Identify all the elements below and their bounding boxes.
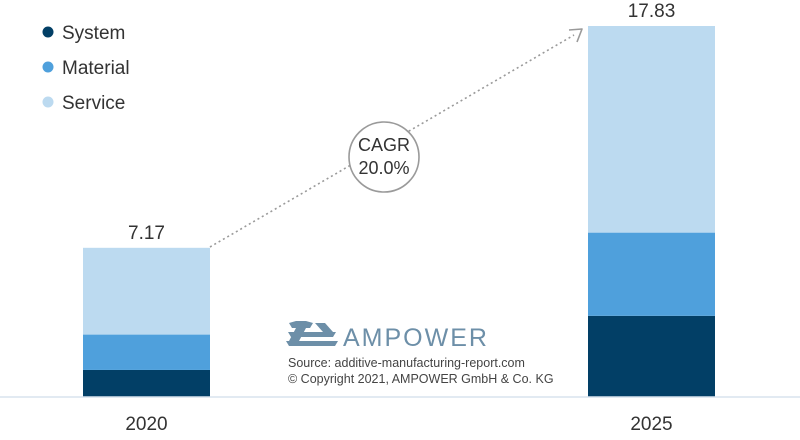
bar-system-2025 — [588, 315, 715, 397]
cagr-circle — [348, 121, 420, 193]
bars-group — [83, 26, 715, 397]
x-tick-2020: 2020 — [125, 414, 167, 435]
x-tick-2025: 2025 — [630, 414, 672, 435]
copyright-text: © Copyright 2021, AMPOWER GmbH & Co. KG — [288, 372, 554, 386]
ampower-logo-text: AMPOWER — [343, 324, 489, 352]
total-label-2025: 17.83 — [628, 1, 676, 22]
labels-group: 7.17 2020 17.83 2025 — [125, 1, 675, 435]
ampower-logo-icon — [286, 321, 338, 346]
bar-service-2025 — [588, 26, 715, 233]
legend-label-service: Service — [62, 93, 125, 114]
legend-marker-material — [42, 61, 54, 73]
bar-material-2020 — [83, 334, 210, 370]
cagr-arrow-head — [568, 28, 583, 43]
cagr-value: 20.0% — [358, 158, 409, 178]
bar-service-2020 — [83, 247, 210, 335]
bar-material-2025 — [588, 232, 715, 316]
cagr-label: CAGR — [358, 135, 410, 155]
legend-label-material: Material — [62, 58, 130, 79]
total-label-2020: 7.17 — [128, 223, 165, 244]
legend-marker-service — [42, 96, 54, 108]
legend-marker-system — [42, 26, 54, 38]
bar-system-2020 — [83, 369, 210, 397]
source-text: Source: additive-manufacturing-report.co… — [288, 356, 525, 370]
ampower-logo: AMPOWER — [286, 321, 489, 352]
legend-label-system: System — [62, 23, 125, 44]
